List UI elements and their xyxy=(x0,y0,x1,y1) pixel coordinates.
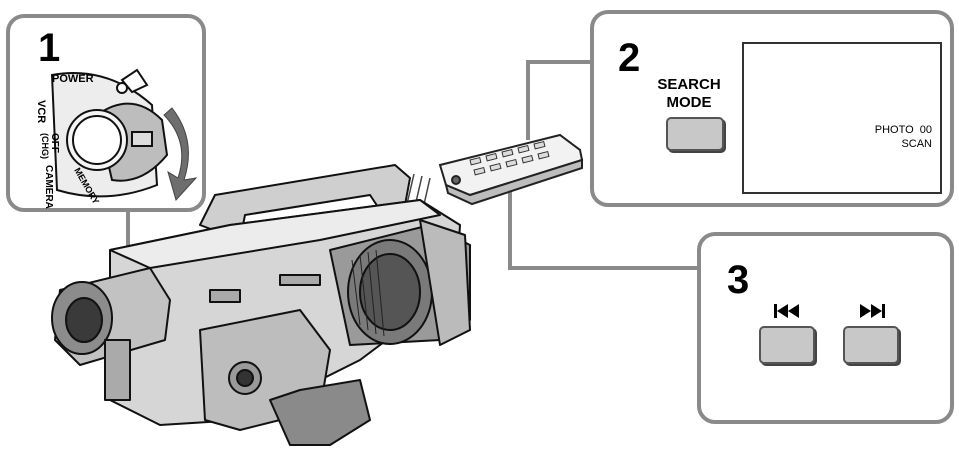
label-chg: (CHG) xyxy=(40,133,50,159)
step2-number: 2 xyxy=(618,36,641,80)
screen-scan-text: SCAN xyxy=(901,138,932,150)
prev-button[interactable] xyxy=(759,326,815,364)
remote-commander xyxy=(438,133,584,206)
search-mode-label-line1: SEARCH xyxy=(657,76,721,93)
search-mode-button[interactable] xyxy=(666,117,724,151)
camcorder xyxy=(51,164,471,446)
label-power: POWER xyxy=(52,73,94,85)
screen-display: PHOTO 00 SCAN xyxy=(742,42,942,194)
screen-photo-text: PHOTO 00 xyxy=(874,124,932,136)
step1-number: 1 xyxy=(38,26,61,70)
connector-step2 xyxy=(526,60,590,140)
step1-panel: 1 POWER VCR OFF (CHG) CAMERA MEMORY xyxy=(6,14,206,212)
step3-panel: 3 xyxy=(697,232,954,424)
rotate-arrow-icon xyxy=(163,107,198,202)
prev-symbol xyxy=(774,304,799,318)
label-off: OFF xyxy=(49,133,60,153)
power-knob xyxy=(66,102,169,182)
label-camera: CAMERA xyxy=(43,165,54,209)
next-button[interactable] xyxy=(843,326,899,364)
search-mode-label-line2: MODE xyxy=(666,94,712,111)
power-switch-illustration: POWER VCR OFF (CHG) CAMERA MEMORY xyxy=(35,68,198,209)
next-symbol xyxy=(860,304,885,318)
step2-panel: 2 SEARCH MODE PHOTO 00 SCAN xyxy=(590,10,954,207)
step3-number: 3 xyxy=(727,258,750,302)
label-vcr: VCR xyxy=(35,100,47,123)
connector-step3 xyxy=(508,180,700,270)
